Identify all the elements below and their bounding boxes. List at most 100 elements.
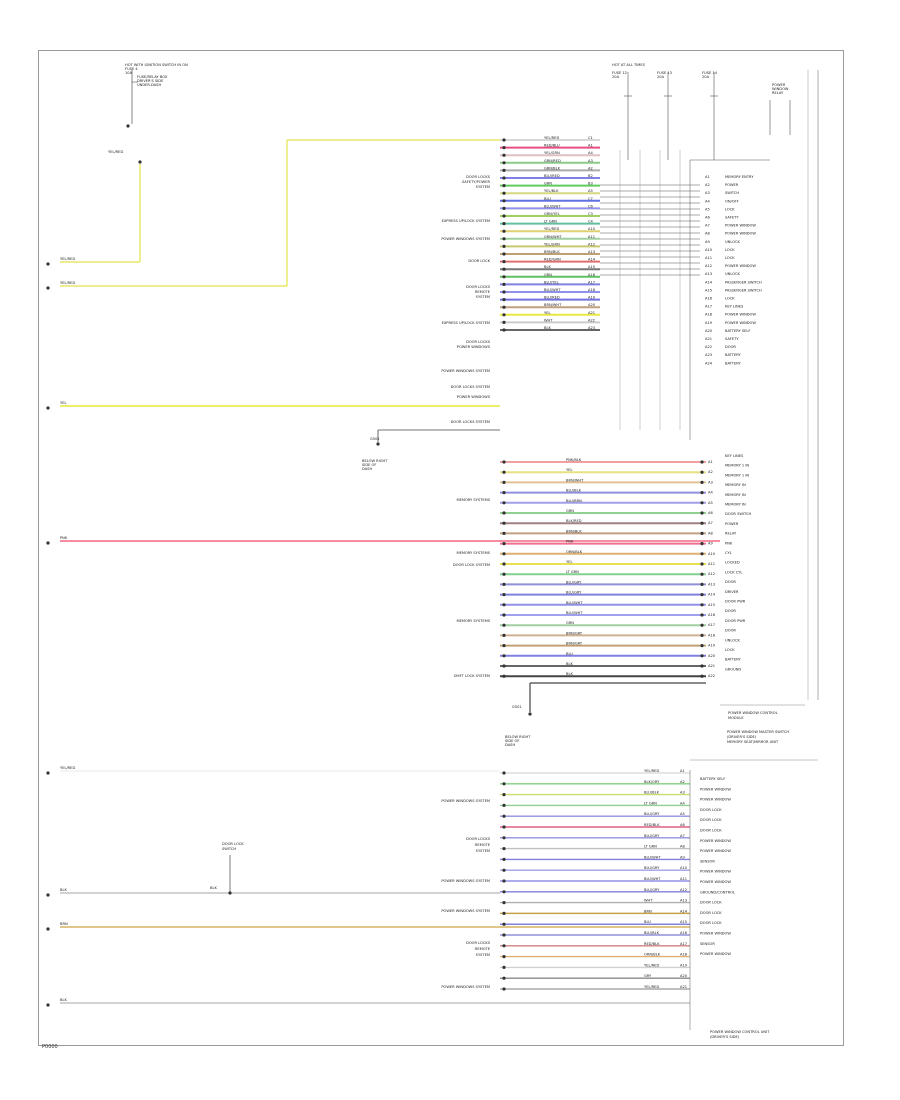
connector-label: SENSOR — [700, 859, 715, 863]
connector-dot — [700, 664, 704, 668]
wire-label: PNK/BLK — [566, 458, 582, 462]
wire-label: LT GRN — [544, 220, 557, 224]
circuit-label: SAFETY/POWER — [462, 180, 491, 184]
connector-dot — [502, 814, 506, 818]
connector-label: LOCK — [725, 248, 735, 252]
wire-label: BLK — [60, 888, 67, 892]
connector-dot — [502, 320, 506, 324]
wire-label: GRN — [544, 273, 552, 277]
wire-label: BRN/WHT — [566, 478, 584, 482]
pin-label: A18 — [588, 288, 596, 292]
connector-label: DOOR — [725, 345, 736, 349]
connector-dot — [502, 184, 506, 188]
connector-dot — [502, 542, 506, 546]
connector-dot — [700, 674, 704, 678]
circuit-label: SHIFT LOCK SYSTEM — [454, 674, 490, 678]
connector-label: LOCK — [725, 207, 735, 211]
fuse-label: 20A — [612, 75, 620, 79]
wire-label: GRN — [544, 182, 552, 186]
wire-label: BLU/BRN — [566, 499, 582, 503]
pin-label: A10 — [588, 227, 596, 231]
circuit-label: SYSTEM — [476, 849, 490, 853]
module-label: MEMORY SEAT/MIRROR UNIT — [727, 740, 779, 744]
wire-label: BLU/GRY — [644, 812, 660, 816]
pin-label: C3 — [588, 212, 593, 216]
left-terminal — [46, 286, 50, 290]
wire-label: ORN/BLK — [566, 550, 583, 554]
connector-dot — [502, 511, 506, 515]
wire-label: BLU/WHT — [644, 855, 661, 859]
circuit-label: MEMORY SYSTEMS — [456, 498, 490, 502]
pin-label: C7 — [588, 197, 593, 201]
fuse-label: FUSE 13 — [657, 71, 672, 75]
module-label: MODULE — [728, 716, 744, 720]
connector-dot — [502, 501, 506, 505]
pin-label: A15 — [705, 288, 712, 292]
wire-label: BLU/WHT — [566, 601, 583, 605]
connector-label: BATTERY — [725, 658, 742, 662]
connector-dot — [502, 328, 506, 332]
connector-dot — [502, 460, 506, 464]
switch-label: SWITCH — [222, 847, 236, 851]
pin-label: A16 — [708, 613, 716, 617]
wire-label: BRN/GRY — [566, 631, 583, 635]
connector-label: POWER WINDOW — [700, 932, 731, 936]
module-label: (DRIVER'S SIDE) — [727, 735, 757, 739]
wire-label: BLU/WHT — [544, 204, 561, 208]
pin-label: A2 — [680, 780, 685, 784]
circuit-label: POWER WINDOWS SYSTEM — [441, 879, 490, 883]
connector-dot — [700, 633, 704, 638]
wire-label: YEL — [60, 401, 66, 405]
circuit-label: POWER WINDOWS — [457, 345, 491, 349]
connector-dot — [502, 305, 506, 309]
connector-label: PASSENGER SWITCH — [725, 280, 762, 284]
wire-label: GRN/WHT — [544, 235, 562, 239]
circuit-label: DOOR LOCKS SYSTEM — [451, 385, 490, 389]
wire-label: WHT — [544, 318, 553, 322]
wire-label: BLK/GRY — [644, 780, 660, 784]
relay-label: POWER — [772, 83, 786, 87]
connector-dot — [502, 260, 506, 264]
circuit-label: POWER WINDOWS SYSTEM — [441, 909, 490, 913]
connector-dot — [502, 521, 506, 525]
connector-dot — [502, 782, 506, 786]
connector-label: GROUND/CONTROL — [700, 890, 735, 894]
connector-dot — [700, 623, 704, 627]
connector-dot — [502, 206, 506, 210]
connector-dot — [700, 511, 704, 515]
wire-label: BLK — [544, 265, 551, 269]
pin-label: A9 — [708, 542, 713, 546]
pin-label: A11 — [588, 235, 595, 239]
pin-label: A18 — [708, 633, 716, 637]
circuit-label: DOOR LOCK SYSTEM — [453, 563, 490, 567]
connector-dot — [700, 654, 704, 658]
connector-label: MEMORY IN — [725, 493, 746, 497]
wire-label: RED/GRN — [544, 258, 561, 262]
pin-label: A17 — [705, 305, 712, 309]
pin-label: A15 — [588, 265, 595, 269]
wire-label: BLU/GRY — [566, 591, 582, 595]
connector-dot — [502, 922, 506, 926]
connector-dot — [700, 501, 704, 505]
pin-label: A5 — [708, 501, 713, 505]
fuse-label: HOT AT ALL TIMES — [612, 63, 646, 67]
connector-dot — [502, 603, 506, 607]
fuse-label: FUSE 4 — [125, 67, 138, 71]
connector-dot — [502, 857, 506, 862]
pin-label: A13 — [705, 272, 712, 276]
pin-label: A10 — [705, 248, 713, 252]
pin-label: A21 — [680, 985, 687, 989]
pin-label: A6 — [708, 511, 713, 515]
wire-label: BLU/BLK — [566, 489, 582, 493]
wire-label: BLU/BLK — [644, 931, 660, 935]
circuit-label: DOOR LOCKS — [466, 340, 491, 344]
connector-dot — [700, 542, 704, 546]
connector-label: BATTERY SELF — [725, 329, 750, 333]
circuit-label: POWER WINDOWS SYSTEM — [441, 369, 490, 373]
wire-label: YEL — [566, 468, 572, 472]
connector-dot — [502, 836, 506, 840]
connector-label: BATTERY SELF — [700, 777, 725, 781]
circuit-label: DOOR LOCKS — [466, 285, 491, 289]
pin-label: A8 — [680, 845, 685, 849]
pin-label: A19 — [708, 644, 716, 648]
